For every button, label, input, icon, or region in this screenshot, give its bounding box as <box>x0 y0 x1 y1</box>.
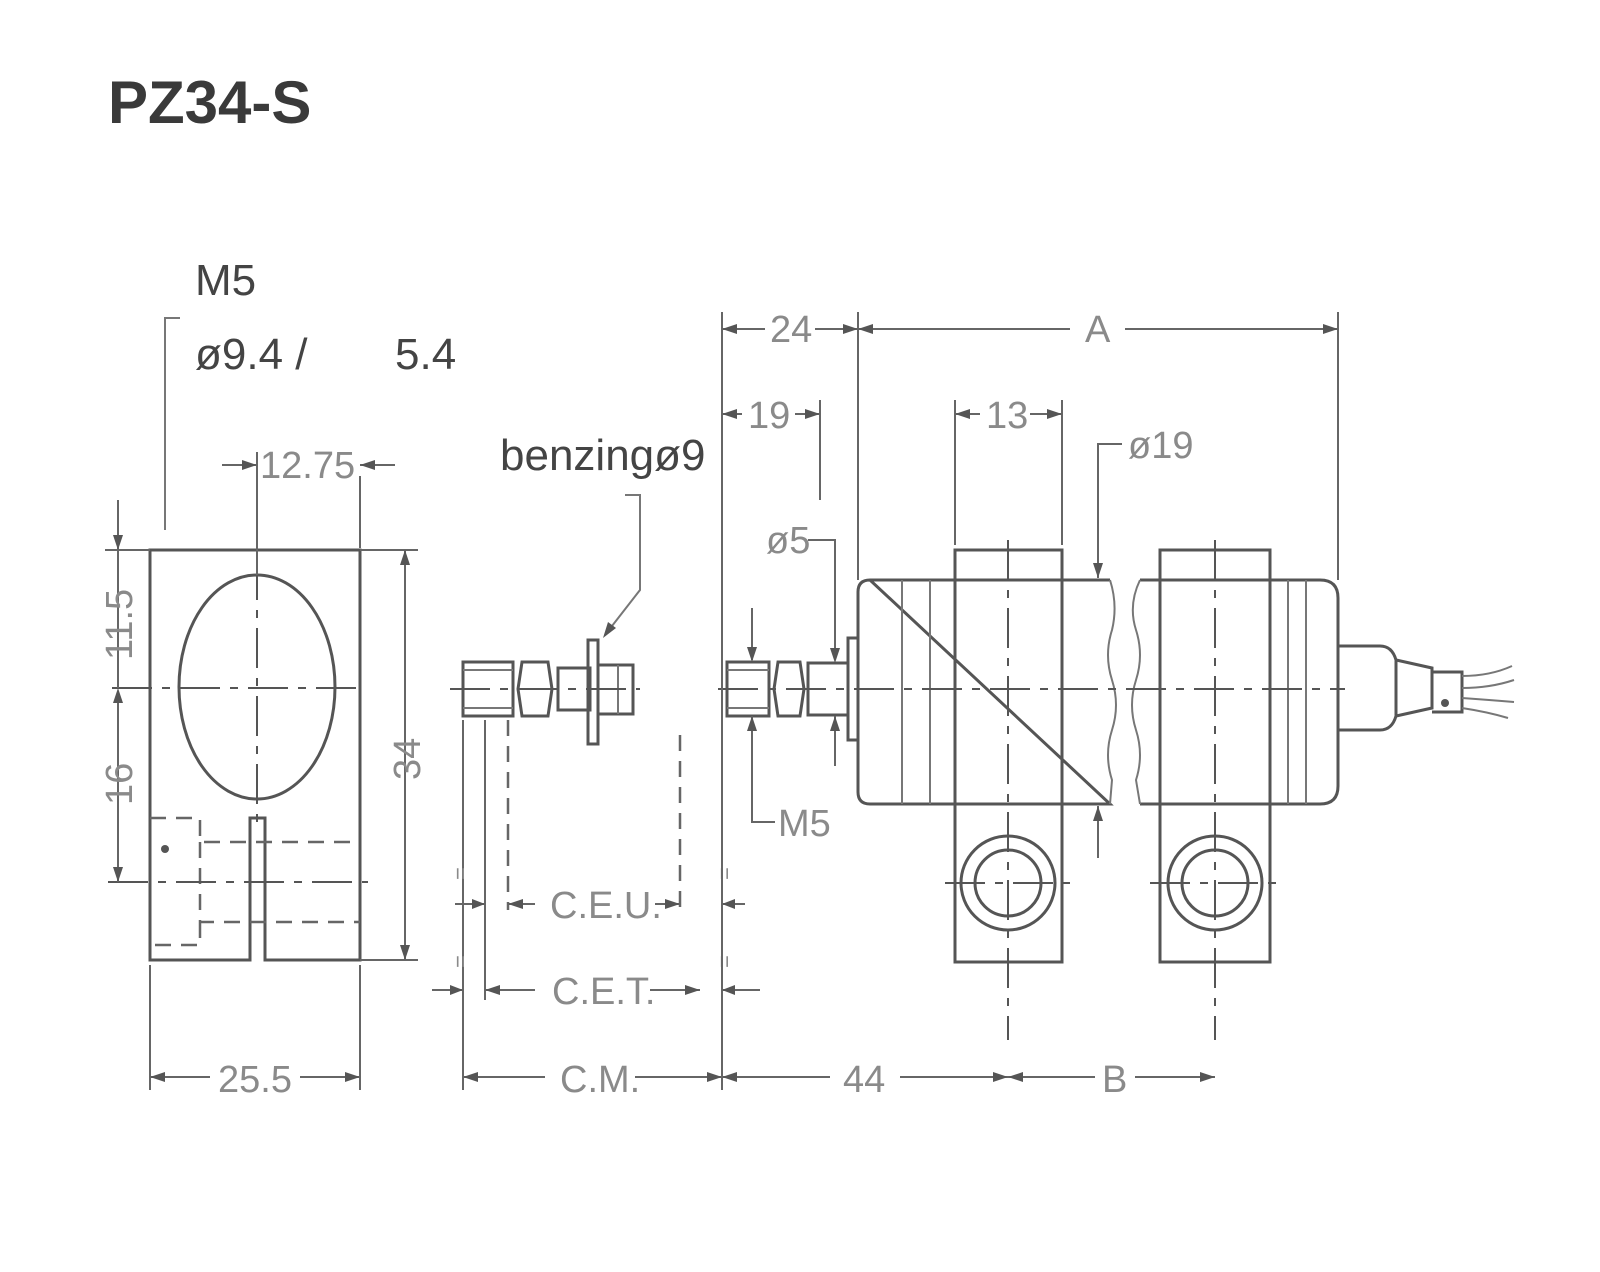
dim-34-arrow-bot <box>400 945 410 960</box>
dim-dia-19-arrow-bot <box>1093 806 1103 821</box>
tol-right-cet-arrow <box>722 985 735 995</box>
dim-44-label: 44 <box>843 1059 885 1101</box>
dim-dia-19-leader <box>1097 443 1122 578</box>
end-view-screw-dot <box>161 845 169 853</box>
side-view: 24 A 19 13 ø19 ø5 <box>718 309 1515 1101</box>
dim-a-label: A <box>1085 309 1111 351</box>
equals-mark-1: = <box>448 867 473 880</box>
cm-label: C.M. <box>560 1059 640 1101</box>
dim-34-arrow-top <box>400 550 410 565</box>
drawing-title: PZ34-S <box>108 69 311 136</box>
dim-24-label: 24 <box>770 309 812 351</box>
cet-label: C.E.T. <box>552 971 655 1013</box>
ceu-arrow-l <box>508 899 523 909</box>
dim-11-5-label: 11.5 <box>99 589 141 660</box>
end-view-clamp-screw <box>150 816 360 947</box>
rod-body-stub <box>598 663 635 716</box>
dim-24-arrow-r <box>843 324 858 334</box>
dim-25-5-arrow-r <box>345 1072 360 1082</box>
dim-19-arrow-l <box>722 409 737 419</box>
dim-dia-5-arrow-top <box>830 648 840 663</box>
cet-arrow-r <box>685 985 700 995</box>
tol-left-ceu-arrow <box>472 899 485 909</box>
circlip-leader <box>604 494 641 636</box>
dim-b-arrow-l <box>1008 1072 1023 1082</box>
break-line-right <box>1131 579 1141 805</box>
rod-thread-arrow-top <box>747 647 757 662</box>
cm-arrow-l <box>463 1072 478 1082</box>
rod-circlip <box>586 638 600 746</box>
dim-25-5-arrow-l <box>150 1072 165 1082</box>
thread-note: M5 <box>195 256 256 305</box>
dim-12-75-label: 12.75 <box>260 445 355 487</box>
dim-12-75-arrow-l <box>242 460 257 470</box>
dim-19-label: 19 <box>748 395 790 437</box>
break-line-left <box>1107 579 1117 805</box>
m5-leader <box>164 317 180 530</box>
rod-thread-leader <box>751 716 775 823</box>
dim-19-arrow-r <box>805 409 820 419</box>
dim-dia-5-label: ø5 <box>766 520 810 562</box>
dim-13-arrow-l <box>955 409 970 419</box>
rod-thread-arrow-bot <box>747 716 757 731</box>
dim-11-5-arrow-top <box>113 535 123 550</box>
ceu-label: C.E.U. <box>550 885 662 927</box>
dim-dia-5-leader <box>808 539 836 660</box>
dim-a-arrow-l <box>858 324 873 334</box>
cable-wires <box>1461 665 1515 719</box>
dim-34-label: 34 <box>387 738 429 780</box>
dim-25-5-label: 25.5 <box>218 1059 292 1101</box>
equals-mark-3: = <box>712 867 737 880</box>
equals-mark-2: = <box>448 955 473 968</box>
clamp-bracket-2 <box>1158 548 1272 964</box>
dim-12-75-arrow-r <box>360 460 375 470</box>
cable-gland <box>1432 670 1464 714</box>
cylinder-body <box>856 578 1340 806</box>
rod-thread-label: M5 <box>778 803 831 845</box>
dim-24-arrow-l <box>722 324 737 334</box>
dim-13-label: 13 <box>986 395 1028 437</box>
circlip-leader-arrow <box>603 622 616 638</box>
tol-left-cet-arrow <box>450 985 463 995</box>
bore-note: ø9.4 / <box>195 330 308 379</box>
ceu-arrow-r <box>665 899 680 909</box>
depth-note: 5.4 <box>395 330 456 379</box>
dim-b-arrow-r <box>1200 1072 1215 1082</box>
dim-44-arrow-r <box>993 1072 1008 1082</box>
tol-right-ceu-arrow <box>722 899 735 909</box>
cm-arrow-r <box>707 1072 722 1082</box>
dim-44-arrow-l <box>722 1072 737 1082</box>
end-view-outline <box>148 548 362 962</box>
equals-mark-4: = <box>712 955 737 968</box>
dim-16-label: 16 <box>99 763 141 805</box>
dim-11-5-arrow-bot <box>113 688 123 703</box>
rear-connector <box>1338 644 1398 732</box>
clamp-bracket-1 <box>953 548 1064 964</box>
dim-dia-19-arrow-top <box>1093 563 1103 578</box>
dim-b-label: B <box>1102 1059 1127 1101</box>
dim-13-arrow-r <box>1047 409 1062 419</box>
dim-16-arrow-bot <box>113 867 123 882</box>
dim-dia-5-arrow-bot <box>830 716 840 731</box>
cet-arrow-l <box>485 985 500 995</box>
rear-connector-taper <box>1395 658 1434 718</box>
dim-a-arrow-r <box>1323 324 1338 334</box>
circlip-note: benzingø9 <box>500 431 705 480</box>
rod-detail: benzingø9 C.E.U. C.E.T. C.M. = = = <box>432 431 737 1101</box>
dim-dia-19-label: ø19 <box>1128 425 1193 467</box>
cable-gland-dot <box>1441 699 1449 707</box>
end-view: M5 ø9.4 / 5.4 12.75 11.5 16 34 <box>99 256 456 1101</box>
